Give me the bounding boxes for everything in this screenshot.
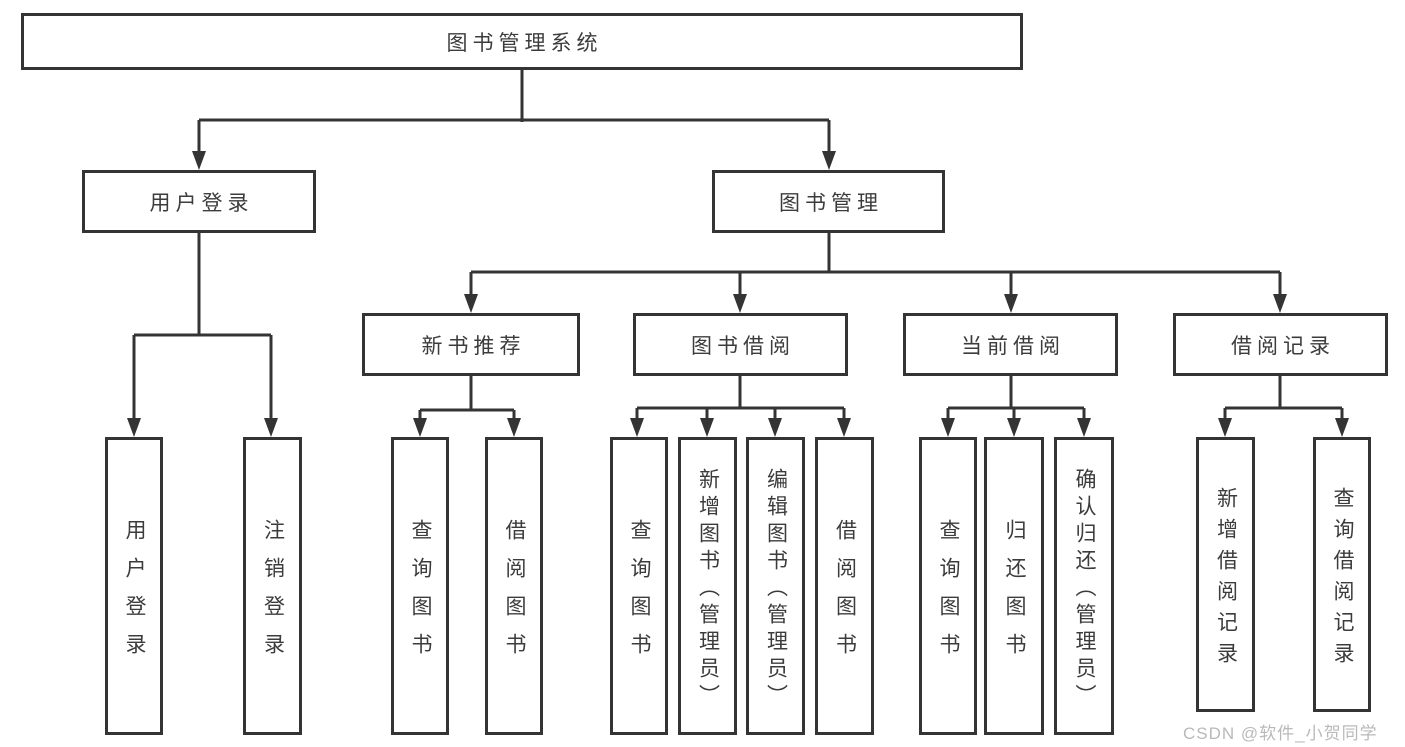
node-root: 图书管理系统 (21, 13, 1023, 70)
leaf-current-query: 查询图书 (919, 437, 977, 735)
leaf-current-confirm-admin-label: 确认归还（管理员） (1073, 467, 1096, 711)
node-book-borrow-label: 图书借阅 (691, 334, 795, 358)
leaf-logout: 注销登录 (243, 437, 302, 735)
connector-bookmgmt-to-level3 (469, 233, 1282, 296)
leaf-current-return-label: 归还图书 (1003, 518, 1026, 671)
connector-records-to-leaves (1223, 376, 1344, 420)
leaf-borrow-edit-admin-label: 编辑图书（管理员） (764, 467, 788, 711)
leaf-current-query-label: 查询图书 (937, 518, 960, 671)
node-borrow-records-label: 借阅记录 (1231, 334, 1335, 358)
csdn-watermark: CSDN @软件_小贺同学 (1183, 724, 1378, 743)
leaf-newbook-query-label: 查询图书 (409, 518, 432, 671)
leaf-borrow-add-admin: 新增图书（管理员） (678, 437, 737, 735)
node-user-login: 用户登录 (82, 170, 316, 233)
leaf-records-add-label: 新增借阅记录 (1214, 486, 1238, 673)
node-user-login-label: 用户登录 (149, 191, 254, 215)
leaf-borrow-borrow-label: 借阅图书 (833, 518, 857, 671)
leaf-borrow-add-admin-label: 新增图书（管理员） (696, 467, 720, 711)
node-book-management: 图书管理 (712, 170, 945, 233)
node-root-label: 图书管理系统 (446, 31, 603, 55)
node-book-borrow: 图书借阅 (633, 313, 848, 376)
leaf-newbook-borrow-label: 借阅图书 (503, 518, 526, 671)
leaf-current-return: 归还图书 (984, 437, 1044, 735)
node-borrow-records: 借阅记录 (1173, 313, 1388, 376)
leaf-records-query-label: 查询借阅记录 (1331, 486, 1354, 673)
leaf-records-add: 新增借阅记录 (1196, 437, 1255, 712)
arrowheads (127, 151, 1349, 437)
node-current-borrow: 当前借阅 (903, 313, 1118, 376)
connector-current-to-leaves (946, 376, 1086, 420)
leaf-logout-label: 注销登录 (261, 518, 285, 671)
connector-newbook-to-leaves (418, 376, 516, 420)
leaf-newbook-borrow: 借阅图书 (485, 437, 543, 735)
node-current-borrow-label: 当前借阅 (961, 334, 1065, 358)
leaf-borrow-borrow: 借阅图书 (815, 437, 874, 735)
connector-root-to-level2 (197, 70, 831, 153)
leaf-newbook-query: 查询图书 (391, 437, 449, 735)
connector-userlogin-to-leaves (132, 233, 273, 420)
leaf-current-confirm-admin: 确认归还（管理员） (1054, 437, 1114, 735)
leaf-borrow-edit-admin: 编辑图书（管理员） (746, 437, 805, 735)
node-new-book-recommend: 新书推荐 (362, 313, 580, 376)
leaf-user-login-label: 用户登录 (123, 518, 146, 671)
leaf-records-query: 查询借阅记录 (1313, 437, 1371, 712)
leaf-user-login: 用户登录 (105, 437, 163, 735)
node-new-book-recommend-label: 新书推荐 (421, 334, 526, 358)
leaf-borrow-query-label: 查询图书 (628, 518, 651, 671)
connector-borrow-to-leaves (635, 376, 846, 420)
leaf-borrow-query: 查询图书 (610, 437, 668, 735)
node-book-management-label: 图书管理 (779, 191, 883, 215)
